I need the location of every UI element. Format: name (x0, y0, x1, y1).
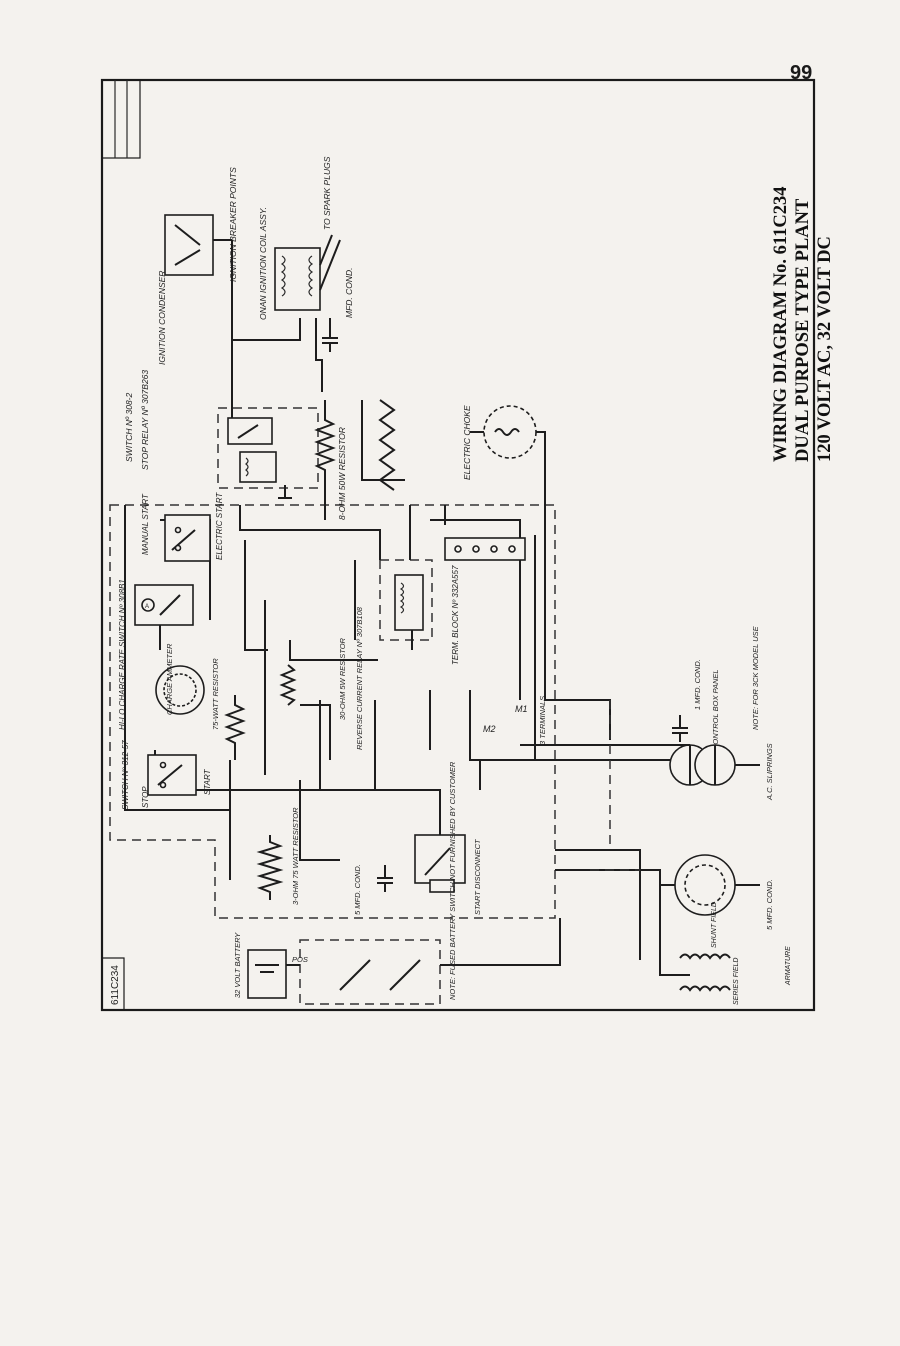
resistor-8-ohm-label: 8-OHM 50W RESISTOR (337, 427, 347, 520)
pos-label: POS (292, 955, 308, 964)
reverse-current-relay (394, 574, 424, 650)
note-models: NOTE: FOR 3CK MODEL USE (751, 625, 760, 730)
reference-box-top (101, 79, 141, 159)
electric-choke (470, 405, 537, 459)
five-mfd-cond-label: 5 MFD. COND. (765, 879, 774, 930)
fused-battery-switch (299, 939, 441, 1005)
ignition-breaker-points-label: IGNITION BREAKER POINTS (228, 167, 238, 282)
control-box-enclosure (109, 504, 556, 919)
stop-relay (239, 451, 277, 483)
fuse-note: NOTE: FUSED BATTERY SWITCH NOT FURNISHED… (448, 761, 457, 1000)
control-box-note: CONTROL BOX PANEL (711, 669, 720, 750)
switch-308 (227, 417, 273, 445)
charge-rate-switch-label: HI-LO CHARGE RATE SWITCH Nº 308B1 (118, 579, 127, 730)
charge-rate-switch: A (134, 584, 194, 626)
manual-electric-start-switch (164, 514, 211, 562)
m2-label: M2 (483, 724, 496, 734)
terminal-strip-label: 3 TERMINALS (538, 696, 547, 745)
ammeter-a-glyph: A (145, 604, 149, 610)
ac-slip-rings (669, 744, 736, 786)
manual-start-label: MANUAL START (141, 493, 150, 555)
generator-armature (660, 854, 736, 916)
drawing-number: 611C234 (110, 965, 121, 1005)
resistor-75-watt-label: 75-WATT RESISTOR (211, 658, 220, 730)
reverse-relay-enclosure (379, 559, 433, 641)
ignition-condenser (322, 318, 338, 352)
ammeter-label: CHARGE AMMETER (165, 643, 174, 715)
shunt-field-label: SHUNT FIELD (711, 902, 718, 948)
terminal-block (444, 537, 526, 561)
mfd-cond-top-label: MFD. COND. (344, 267, 354, 318)
stop-relay-label: STOP RELAY Nº 307B263 (140, 370, 150, 470)
spark-plugs-label: TO SPARK PLUGS (322, 156, 332, 230)
page-number: 99 (790, 62, 813, 84)
resistor-30-ohm-label: 30-OHM 5W RESISTOR (338, 637, 347, 720)
ignition-coil-label: ONAN IGNITION COIL ASSY. (258, 207, 268, 320)
series-field-label: SERIES FIELD (733, 958, 740, 1005)
stop-label: STOP (141, 786, 150, 808)
ignition-condenser-label: IGNITION CONDENSER (157, 271, 167, 365)
stop-start-switch (147, 754, 197, 796)
one-mfd-cond-label: 1 MFD. COND. (693, 659, 702, 710)
diagram-border (100, 78, 816, 1012)
switch-top-label: SWITCH Nº 308-2 (124, 392, 134, 462)
start-disconnect (414, 834, 466, 893)
series-field (679, 985, 731, 992)
cond-mfd-label: 5 MFD. COND. (353, 864, 362, 915)
resistor-3-ohm-label: 3-OHM 75 WATT RESISTOR (291, 807, 300, 905)
ignition-coil (274, 247, 321, 311)
resistor-30-ohm (279, 664, 297, 706)
switch-stop-start-label: SWITCH Nº 312-57 (121, 740, 130, 810)
electric-start-label: ELECTRIC START (215, 492, 224, 560)
drawing-number-box (101, 957, 125, 1011)
title-line-1: WIRING DIAGRAM No. 611C234 (771, 186, 791, 462)
stop-relay-enclosure (217, 407, 319, 489)
start-disconnect-label: START DISCONNECT (473, 838, 482, 915)
shunt-field (679, 953, 731, 960)
start-label: START (203, 768, 212, 795)
resistor-75-watt (224, 695, 246, 760)
resistor-3-ohm (256, 835, 284, 900)
m1-label: M1 (515, 704, 528, 714)
title-line-2: DUAL PURPOSE TYPE PLANT (793, 198, 813, 462)
title-line-3: 120 VOLT AC, 32 VOLT DC (815, 236, 835, 462)
electric-choke-label: ELECTRIC CHOKE (462, 405, 472, 480)
term-block-label: TERM. BLOCK Nº 332A557 (451, 565, 460, 665)
armature-label: ARMATURE (785, 946, 792, 986)
ignition-breaker-points (164, 214, 232, 276)
one-mfd-condenser (672, 715, 688, 742)
battery (247, 949, 287, 999)
slip-rings-label: A.C. SLIPRINGS (765, 743, 774, 801)
cond-5-mfd (377, 865, 393, 892)
reverse-current-relay-label: REVERSE CURRENT RELAY Nº 307B108 (355, 606, 364, 750)
battery-label: 32 VOLT BATTERY (233, 932, 242, 998)
charge-ammeter (155, 665, 205, 715)
resistor-8-ohm (314, 400, 336, 520)
